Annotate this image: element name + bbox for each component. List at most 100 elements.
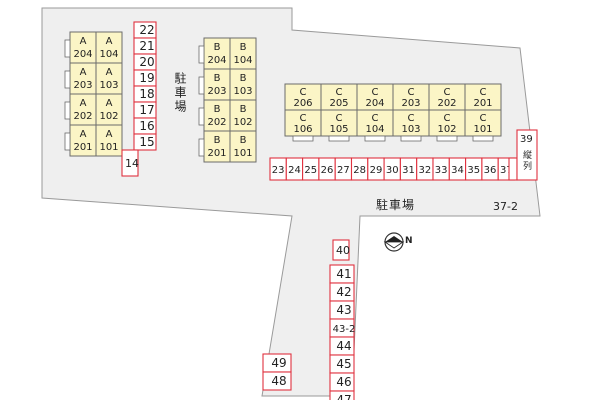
parking-space-number: 14 [125, 157, 139, 170]
parking-space-number: 32 [418, 165, 431, 176]
unit-prefix: B [240, 73, 247, 84]
unit-number: 202 [73, 111, 92, 122]
parking-space-number: 43-2 [333, 324, 356, 335]
parking-space-number: 21 [139, 39, 154, 53]
space-37-2-label: 37-2 [493, 200, 518, 213]
unit-prefix: A [106, 36, 113, 47]
unit-prefix: B [214, 73, 221, 84]
balcony [472, 135, 494, 142]
unit-b-101 [229, 130, 257, 163]
parking-space-number: 18 [139, 87, 154, 101]
unit-prefix: B [214, 42, 221, 53]
parking-space-number: 41 [336, 267, 351, 281]
unit-prefix: B [240, 42, 247, 53]
balcony [198, 76, 205, 95]
unit-number: 205 [329, 98, 348, 109]
parking-space-number: 34 [451, 165, 464, 176]
unit-c-103 [392, 109, 430, 137]
unit-number: 203 [207, 86, 226, 97]
parking-space-number: 43 [336, 303, 351, 317]
unit-c-105 [320, 109, 358, 137]
unit-number: 206 [293, 98, 312, 109]
parking-space-number: 19 [139, 71, 154, 85]
unit-c-206 [284, 83, 322, 111]
unit-number: 201 [473, 98, 492, 109]
balcony [64, 101, 71, 120]
unit-prefix: B [240, 135, 247, 146]
parking-space-47 [329, 390, 355, 400]
balcony [64, 132, 71, 151]
unit-number: 104 [99, 49, 118, 60]
unit-c-205 [320, 83, 358, 111]
unit-prefix: C [300, 113, 307, 124]
parking-space-number: 30 [386, 165, 399, 176]
unit-prefix: A [106, 129, 113, 140]
unit-prefix: A [80, 129, 87, 140]
unit-number: 204 [365, 98, 384, 109]
parking-label-left: 駐車場 [173, 72, 187, 114]
north-compass-icon [383, 232, 405, 252]
unit-b-102 [229, 99, 257, 132]
parking-label-center: 駐車場 [376, 198, 416, 212]
parking-space-14 [121, 149, 139, 177]
unit-prefix: C [480, 113, 487, 124]
unit-number: 201 [207, 148, 226, 159]
parking-space-number: 22 [139, 23, 154, 37]
parking-space-number: 25 [304, 165, 317, 176]
unit-prefix: C [372, 87, 379, 98]
parking-space-number: 17 [139, 103, 154, 117]
parking-space-number: 15 [139, 135, 154, 149]
unit-number: 204 [73, 49, 92, 60]
unit-prefix: A [106, 98, 113, 109]
parking-space-48 [262, 371, 292, 391]
unit-number: 102 [437, 124, 456, 135]
parking-space-number: 33 [435, 165, 448, 176]
unit-a-203 [69, 62, 97, 95]
unit-a-102 [95, 93, 123, 126]
unit-number: 106 [293, 124, 312, 135]
parking-space-number: 29 [370, 165, 383, 176]
unit-prefix: C [300, 87, 307, 98]
unit-number: 102 [99, 111, 118, 122]
space-39-label: 39 [520, 134, 533, 145]
unit-number: 101 [233, 148, 252, 159]
unit-prefix: A [80, 98, 87, 109]
parking-space-number: 36 [484, 165, 497, 176]
parking-space-number: 24 [288, 165, 301, 176]
balcony [364, 135, 386, 142]
parking-space-number: 40 [336, 244, 350, 257]
parking-space-number: 49 [271, 356, 286, 370]
parking-space-number: 35 [467, 165, 480, 176]
unit-prefix: C [372, 113, 379, 124]
balcony [436, 135, 458, 142]
parking-space-number: 31 [402, 165, 415, 176]
unit-number: 202 [437, 98, 456, 109]
balcony [198, 45, 205, 64]
balcony [292, 135, 314, 142]
unit-b-103 [229, 68, 257, 101]
parking-space-37-2 [508, 157, 518, 181]
unit-number: 203 [401, 98, 420, 109]
unit-prefix: C [444, 87, 451, 98]
parking-space-number: 16 [139, 119, 154, 133]
parking-space-number: 47 [336, 393, 351, 400]
unit-number: 104 [365, 124, 384, 135]
unit-number: 103 [99, 80, 118, 91]
column-parking-label: 縦列 [521, 150, 531, 172]
parking-space-40 [332, 239, 350, 261]
unit-prefix: C [444, 113, 451, 124]
parking-space-number: 42 [336, 285, 351, 299]
balcony [328, 135, 350, 142]
unit-prefix: C [408, 113, 415, 124]
unit-prefix: A [106, 67, 113, 78]
unit-number: 204 [207, 55, 226, 66]
unit-number: 102 [233, 117, 252, 128]
unit-b-104 [229, 37, 257, 70]
parking-space-number: 28 [353, 165, 366, 176]
balcony [64, 39, 71, 58]
